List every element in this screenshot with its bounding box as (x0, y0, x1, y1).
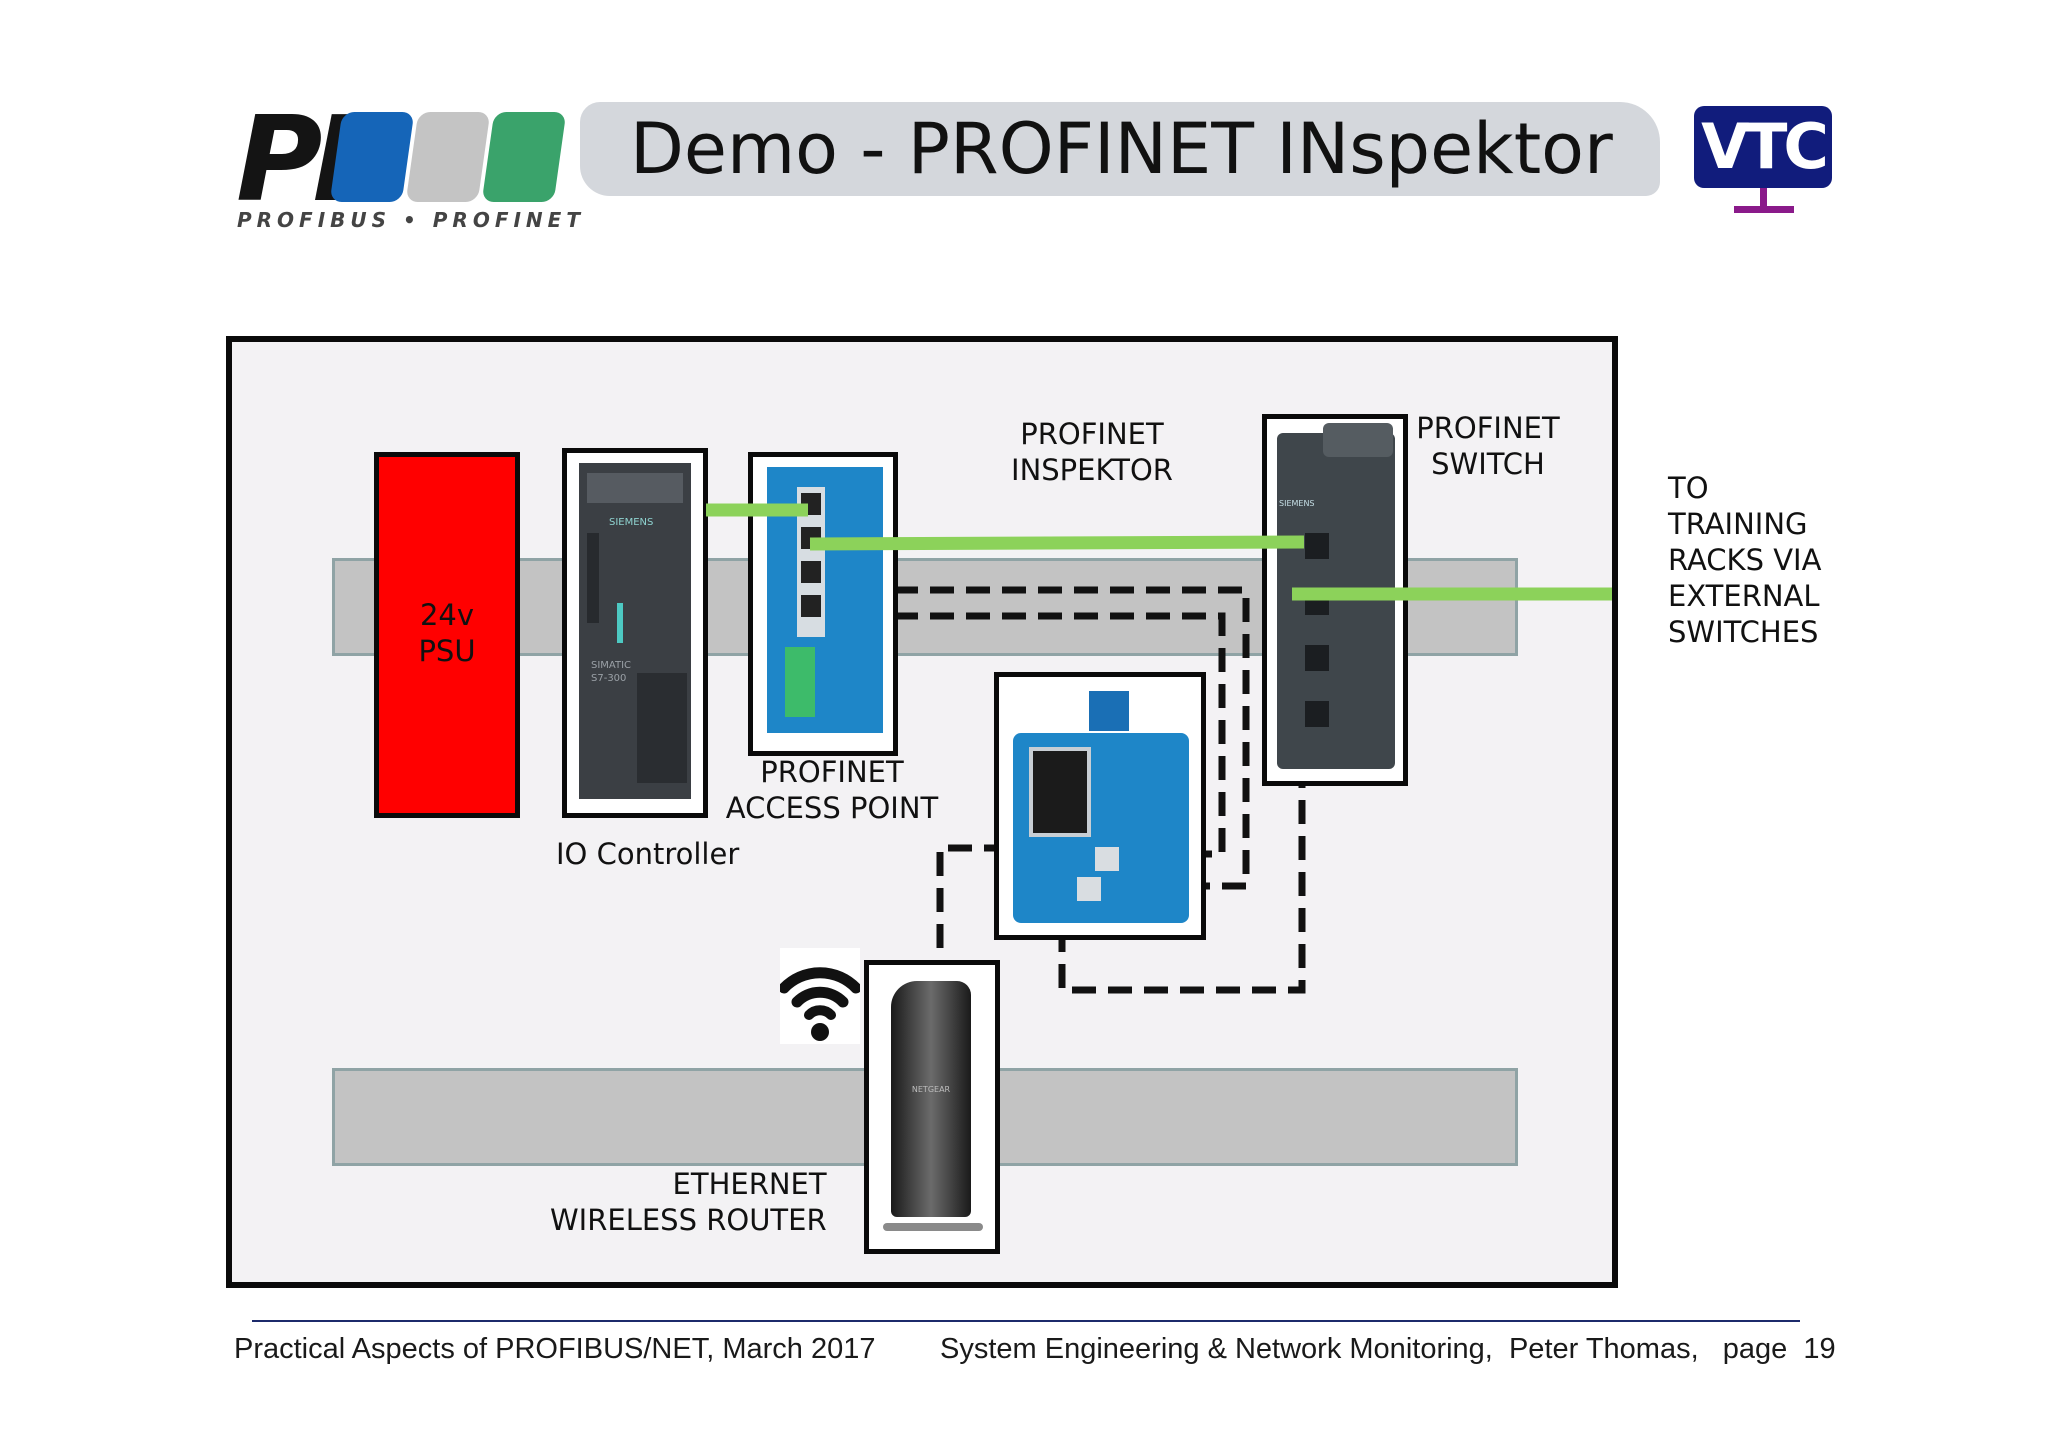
plc-status-led (617, 603, 623, 643)
vtc-logo-screen (1694, 106, 1832, 188)
switch-mount-tab (1323, 423, 1393, 457)
logo-subtitle: PROFIBUS • PROFINET (237, 208, 585, 232)
inspektor-label: PROFINET INSPEKTOR (1011, 417, 1173, 487)
ap-port-4 (801, 595, 821, 617)
psu-24v: 24v PSU (374, 452, 520, 818)
ap-port-3 (801, 561, 821, 583)
external-switches-label: TO TRAINING RACKS VIA EXTERNAL SWITCHES (1668, 471, 1822, 649)
router-brand: NETGEAR (911, 1085, 951, 1094)
vtc-logo-stand (1760, 188, 1767, 208)
footer-rule (252, 1320, 1800, 1322)
switch-housing (1277, 433, 1395, 769)
inspektor-display (1029, 747, 1091, 837)
psu-label: 24v PSU (418, 598, 476, 668)
ap-power-terminal (785, 647, 815, 717)
plc-model: SIMATIC S7-300 (591, 660, 632, 684)
router-label: ETHERNET WIRELESS ROUTER (550, 1167, 827, 1237)
io-controller-device: SIEMENS SIMATIC S7-300 (562, 448, 708, 818)
profibus-profinet-logo: PI PROFIBUS • PROFINET (236, 90, 580, 234)
switch-brand: SIEMENS (1279, 499, 1315, 508)
plc-top-vent (587, 473, 683, 503)
switch-port-3 (1305, 645, 1329, 671)
vtc-logo-base (1734, 206, 1794, 213)
inspektor-port-2 (1077, 877, 1101, 901)
io-controller-label: IO Controller (556, 837, 740, 871)
logo-pi-letters: PI (236, 90, 356, 228)
vtc-logo: VTC (1694, 106, 1834, 218)
router-body (891, 981, 971, 1217)
logo-blue-block (329, 112, 415, 202)
plc-led-strip (587, 533, 599, 623)
slide-title: Demo - PROFINET INspektor (630, 108, 1613, 190)
switch-port-4 (1305, 701, 1329, 727)
access-point-label: PROFINET ACCESS POINT (725, 755, 939, 825)
ethernet-wireless-router-device: NETGEAR (864, 960, 1000, 1254)
vtc-logo-text: VTC (1701, 110, 1829, 183)
footer-right-text: System Engineering & Network Monitoring,… (940, 1333, 1836, 1365)
inspektor-port-1 (1095, 847, 1119, 871)
title-banner: Demo - PROFINET INspektor (580, 102, 1660, 196)
profinet-inspektor-device (994, 672, 1206, 940)
footer-left-text: Practical Aspects of PROFIBUS/NET, March… (234, 1333, 876, 1365)
green-link-ap-to-switch (809, 535, 1305, 551)
switch-port-1 (1305, 533, 1329, 559)
logo-green-block (481, 112, 567, 202)
router-stand (883, 1223, 983, 1231)
logo-grey-block (405, 112, 491, 202)
network-diagram: 24v PSU SIEMENS SIMATIC S7-300 IO Contro… (226, 336, 1618, 1288)
switch-label: PROFINET SWITCH (1416, 411, 1560, 481)
inspektor-connector (1089, 691, 1129, 731)
dashed-link-inspektor-to-router (936, 844, 1008, 956)
profinet-access-point-device (748, 452, 898, 756)
plc-front-door (637, 673, 687, 783)
wifi-icon (780, 948, 860, 1044)
plc-brand: SIEMENS (609, 517, 654, 528)
green-links (706, 503, 1612, 601)
